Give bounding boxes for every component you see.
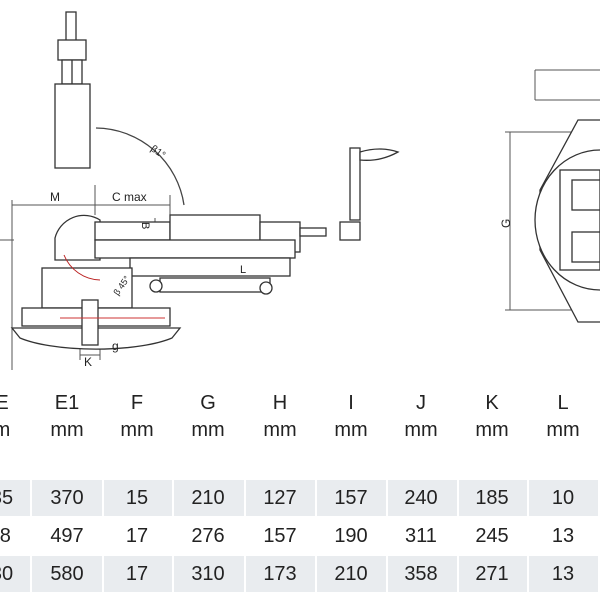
- table-cell: 210: [334, 563, 368, 585]
- dim-label-beta1: β1°: [148, 143, 167, 161]
- table-row: 30 580 17 310 173 210 358 271 13: [0, 556, 600, 592]
- table-cell: 311: [405, 525, 437, 547]
- dim-label-b: B: [139, 222, 151, 229]
- dim-label-m: M: [50, 190, 60, 204]
- table-cell: 10: [551, 487, 575, 509]
- dim-label-k: K: [84, 355, 92, 369]
- table-cell: 30: [0, 563, 14, 585]
- table-cell: 210: [191, 487, 225, 509]
- swivel-arc: [95, 127, 185, 206]
- clamp-spindle: [54, 11, 91, 169]
- table-cell: 17: [125, 525, 149, 547]
- table-cell: 310: [191, 563, 225, 585]
- vise-side-view: [10, 214, 327, 350]
- table-cell: 157: [263, 525, 297, 547]
- table-cell: 13: [551, 525, 575, 547]
- table-cell: 173: [263, 563, 297, 585]
- crank-handle: [339, 147, 400, 241]
- technical-drawing: M C max B G K g β1° β 45° L: [0, 11, 600, 370]
- table-cell: 370: [50, 487, 84, 509]
- table-cell: 240: [404, 487, 438, 509]
- dim-label-l: L: [240, 264, 246, 276]
- vise-top-view: [505, 69, 600, 323]
- table-cell: 245: [475, 525, 509, 547]
- table-cell: 358: [404, 563, 438, 585]
- table-cell: 157: [334, 487, 368, 509]
- table-cell: -8: [0, 525, 11, 547]
- dim-label-c-max: C max: [112, 190, 147, 204]
- table-row: -8 497 17 276 157 190 311 245 13: [0, 518, 600, 554]
- table-cell: 13: [551, 563, 575, 585]
- table-cell: 580: [50, 563, 84, 585]
- table-cell: 15: [125, 487, 149, 509]
- table-cell: 127: [263, 487, 297, 509]
- table-cell: 276: [191, 525, 225, 547]
- table-cell: 17: [125, 563, 149, 585]
- table-cell: 190: [334, 525, 368, 547]
- table-cell: 185: [475, 487, 509, 509]
- table-cell: 497: [50, 525, 84, 547]
- angle-scale: [60, 254, 165, 319]
- table-row: 35 370 15 210 127 157 240 185 10: [0, 480, 600, 516]
- dim-label-g: G: [499, 219, 513, 228]
- dim-label-g-small: g: [112, 339, 119, 353]
- table-cell: 35: [0, 487, 14, 509]
- table-cell: 271: [475, 563, 509, 585]
